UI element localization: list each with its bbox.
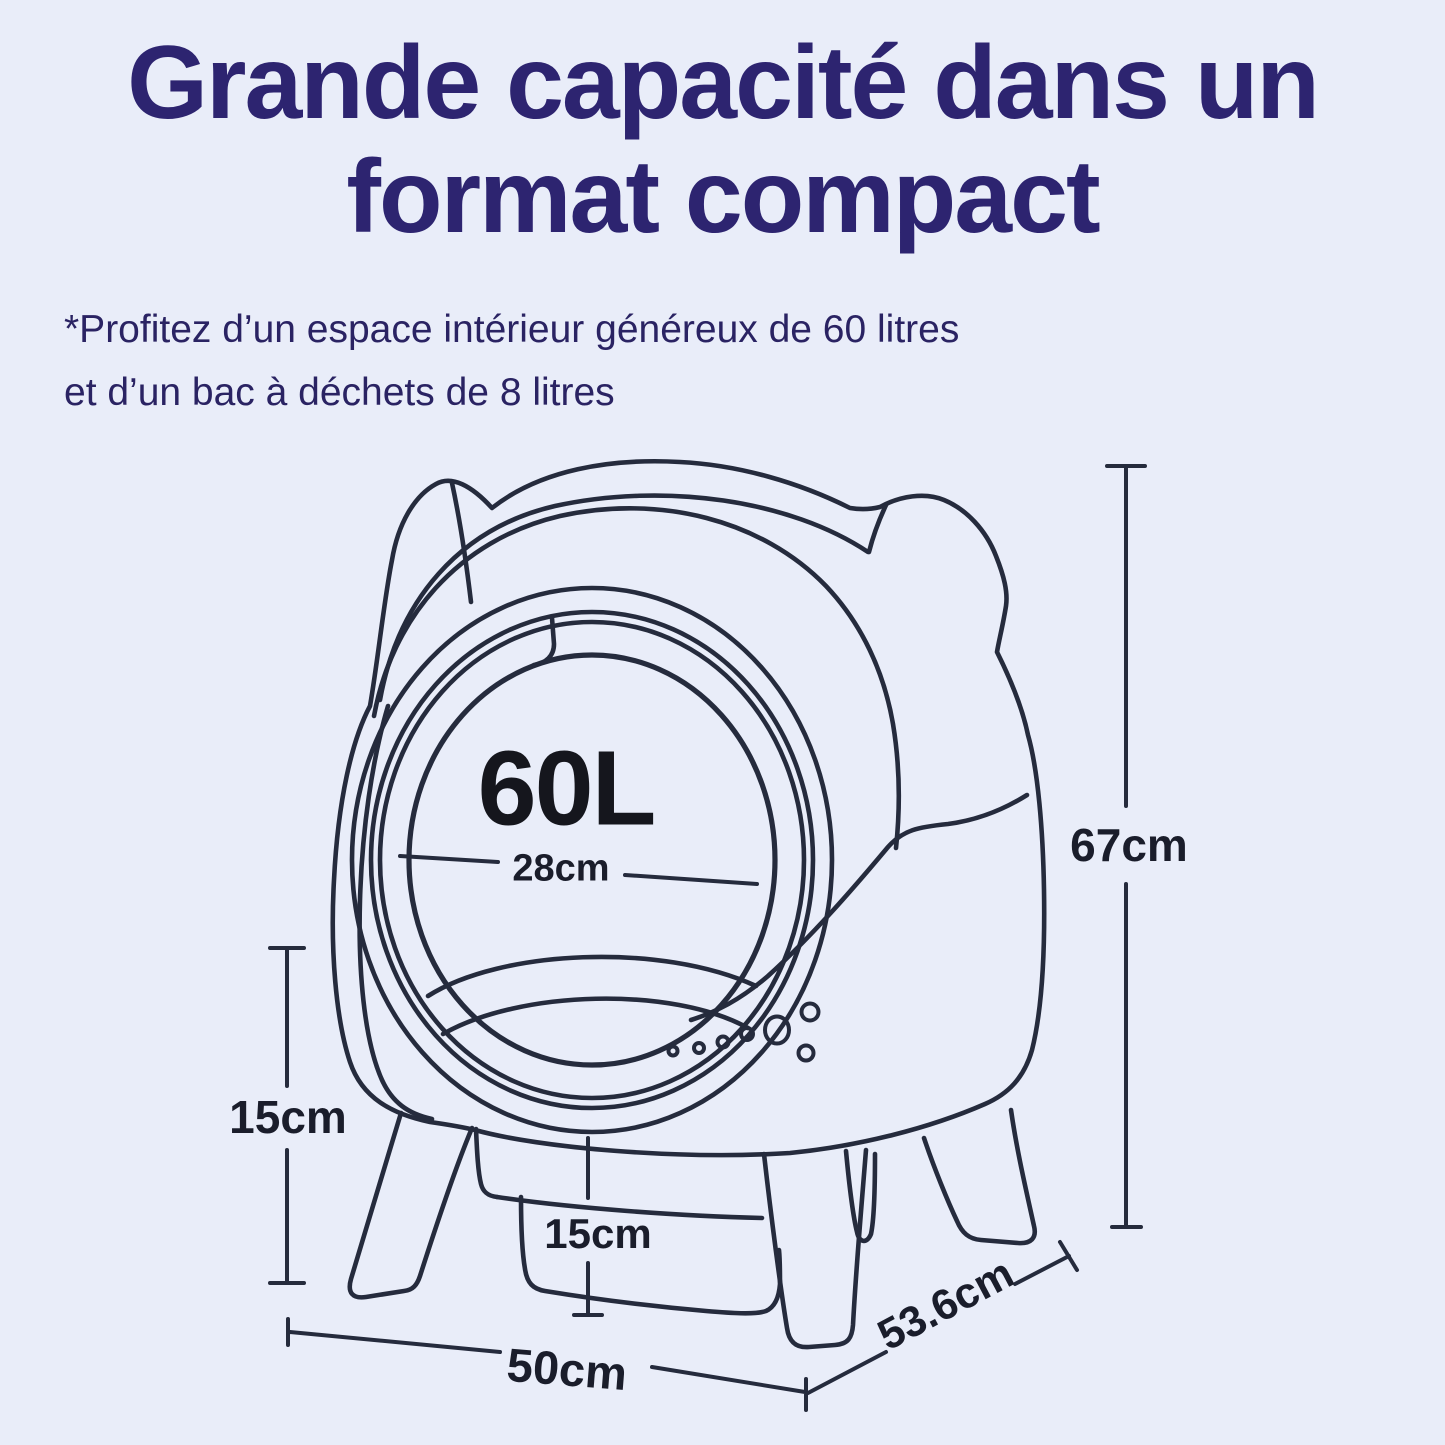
dimension-lines <box>268 464 1147 1412</box>
indicator-dot-3 <box>715 1034 731 1050</box>
width-dim-line <box>286 1317 808 1412</box>
litter-bed-arc-2 <box>440 996 751 1037</box>
inner-dome-arc <box>377 493 871 703</box>
drawer-slot-left <box>473 1126 500 1200</box>
opening-diameter-dim-line <box>398 854 759 886</box>
litter-bed-arc-1 <box>425 954 759 999</box>
opening-ring-2 <box>368 609 816 1111</box>
indicator-dot-1 <box>666 1044 680 1058</box>
drawer-height-dim-line <box>572 1136 604 1317</box>
button-top-right <box>799 1001 821 1023</box>
height-dim-line <box>1105 464 1147 1229</box>
dimension-label-drawer-height: 15cm <box>544 1210 652 1257</box>
page-title: Grande capacité dans un format compact <box>0 26 1445 255</box>
opening-ring-3 <box>377 619 807 1101</box>
subtitle-line-1: *Profitez d’un espace intérieur généreux… <box>64 308 960 351</box>
head-sphere-arc <box>371 506 901 851</box>
subtitle-line-2: et d’un bac à déchets de 8 litres <box>64 371 615 415</box>
left-ear-inner-edge <box>449 480 474 605</box>
opening-ring-inner <box>406 652 778 1068</box>
power-button <box>763 1014 791 1046</box>
dimension-label-height: 67cm <box>1070 819 1188 871</box>
title-line-2: format compact <box>346 139 1100 256</box>
product-outline <box>330 458 1047 1158</box>
indicator-dot-4 <box>739 1026 755 1042</box>
opening-latch-notch <box>531 615 557 668</box>
button-bottom-right <box>796 1043 816 1063</box>
front-face-left-edge <box>357 703 435 1122</box>
depth-dim-line <box>806 1240 1079 1395</box>
dimension-label-leg-height: 15cm <box>229 1091 347 1143</box>
dimension-label-opening-diameter: 28cm <box>512 847 610 890</box>
rear-right-leg <box>921 1107 1038 1246</box>
shoulder-seam <box>688 792 1030 1023</box>
front-right-leg <box>761 1147 869 1350</box>
rear-middle-leg <box>843 1148 878 1244</box>
front-left-leg <box>347 1110 475 1300</box>
legs <box>347 1107 1038 1350</box>
title-line-1: Grande capacité dans un <box>127 25 1320 141</box>
opening-rings <box>349 585 835 1135</box>
subtitle: *Profitez d’un espace intérieur généreux… <box>64 298 959 424</box>
indicator-dot-2 <box>692 1041 706 1055</box>
control-buttons <box>666 1001 821 1063</box>
capacity-label: 60L <box>477 729 657 848</box>
leg-height-dim-line <box>268 946 306 1285</box>
dimension-label-width: 50cm <box>504 1337 630 1401</box>
opening-ring-outer <box>349 585 835 1135</box>
drawer-slot-bottom <box>494 1194 765 1221</box>
body-silhouette <box>330 458 1047 1158</box>
right-ear-inner-edge <box>866 502 889 555</box>
